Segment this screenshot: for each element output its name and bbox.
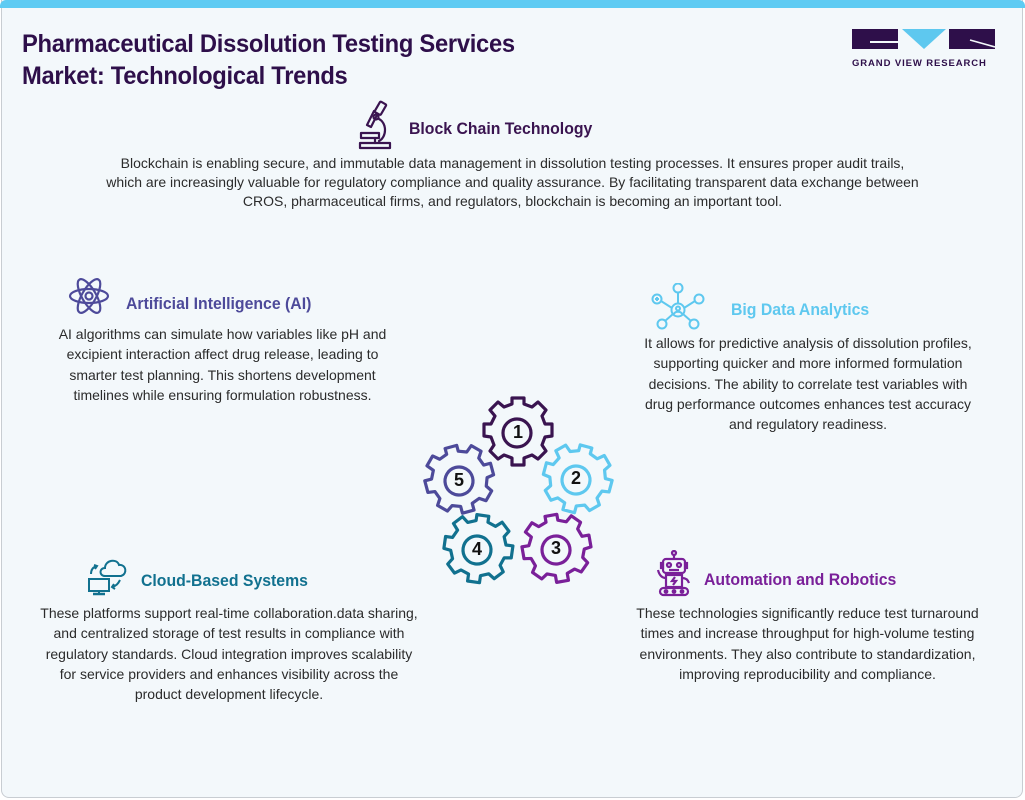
logo-text: GRAND VIEW RESEARCH	[852, 58, 987, 69]
gear-label-2: 2	[570, 468, 581, 488]
cloud-description: These platforms support real-time collab…	[14, 603, 444, 704]
text-line: improving reproducibility and compliance…	[679, 665, 936, 682]
text-line: Blockchain is enabling secure, and immut…	[120, 155, 905, 171]
gear-2	[534, 436, 620, 522]
text-line: for service providers and enhances visib…	[59, 665, 399, 682]
text-line: and centralized storage of test results …	[53, 625, 405, 642]
big-data-header: Big Data Analytics	[651, 283, 880, 331]
microscope-icon	[358, 100, 392, 150]
text-line: times and increase throughput for high-v…	[640, 625, 975, 642]
text-line: drug performance outcomes enhances test …	[644, 395, 972, 412]
text-line: AI algorithms can simulate how variables…	[58, 326, 387, 342]
text-line: timelines while ensuring formulation rob…	[73, 386, 372, 403]
robotics-title: Automation and Robotics	[704, 570, 897, 589]
text-line: and regulatory readiness.	[729, 416, 887, 433]
text-line: smarter test planning. This shortens dev…	[69, 366, 376, 383]
title-line-2: Market: Technological Trends	[22, 62, 348, 90]
grand-view-research-logo	[852, 29, 995, 49]
block-chain-header: Block Chain Technology	[357, 99, 606, 151]
block-chain-description: Blockchain is enabling secure, and immut…	[40, 154, 985, 211]
network-icon	[651, 283, 705, 330]
text-line: regulatory standards. Cloud integration …	[45, 645, 413, 662]
text-line: These platforms support real-time collab…	[40, 605, 418, 621]
gear-label-5: 5	[453, 470, 464, 490]
gears-diagram	[416, 396, 620, 589]
atom-icon	[68, 278, 110, 314]
ai-header: Artificial Intelligence (AI)	[68, 274, 325, 318]
gear-1	[482, 396, 554, 467]
gear-3	[515, 507, 598, 589]
ai-description: AI algorithms can simulate how variables…	[30, 324, 415, 405]
text-line: These technologies significantly reduce …	[636, 605, 979, 621]
ai-title: Artificial Intelligence (AI)	[126, 294, 312, 313]
page-title: Pharmaceutical Dissolution Testing Servi…	[22, 28, 611, 92]
gear-label-3: 3	[550, 538, 561, 558]
text-line: which are increasingly valuable for regu…	[106, 174, 919, 190]
text-line: environments. They also contribute to st…	[639, 645, 976, 662]
cloud-title: Cloud-Based Systems	[141, 571, 308, 590]
gear-5	[416, 436, 503, 523]
text-line: CROS, pharmaceutical firms, and regulato…	[242, 193, 783, 209]
accent-top-bar	[0, 0, 1025, 8]
big-data-description: It allows for predictive analysis of dis…	[612, 333, 1004, 434]
text-line: supporting quicker and more informed for…	[653, 355, 963, 372]
text-line: product development lifecycle.	[134, 686, 324, 703]
big-data-title: Big Data Analytics	[731, 300, 870, 319]
title-line-1: Pharmaceutical Dissolution Testing Servi…	[22, 30, 515, 58]
robotics-header: Automation and Robotics	[654, 550, 911, 598]
robot-icon	[656, 550, 691, 597]
cloud-header: Cloud-Based Systems	[87, 556, 321, 596]
text-line: decisions. The ability to correlate test…	[648, 375, 968, 392]
block-chain-title: Block Chain Technology	[409, 119, 593, 138]
gear-label-4: 4	[471, 539, 482, 559]
gear-label-1: 1	[512, 422, 523, 442]
robotics-description: These technologies significantly reduce …	[610, 603, 1005, 684]
cloud-computer-icon	[88, 559, 127, 596]
gear-4	[438, 509, 519, 589]
text-line: It allows for predictive analysis of dis…	[644, 335, 972, 351]
text-line: excipient interaction affect drug releas…	[66, 346, 379, 363]
